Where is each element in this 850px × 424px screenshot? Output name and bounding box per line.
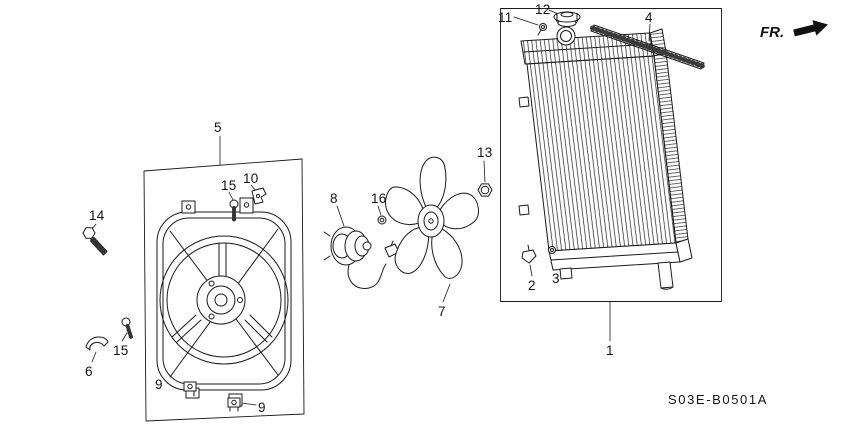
part-label-13: 13 xyxy=(477,145,493,160)
part-label-9-right: 9 xyxy=(258,400,266,415)
part-label-3: 3 xyxy=(552,271,560,286)
part-label-15-upper: 15 xyxy=(221,178,237,193)
part-label-6: 6 xyxy=(85,364,93,379)
fan-blade-drawing xyxy=(381,156,482,285)
part-label-10: 10 xyxy=(243,171,259,186)
fr-arrow-icon xyxy=(793,20,828,37)
radiator-drawing xyxy=(518,11,705,290)
fan-motor-drawing xyxy=(323,215,400,289)
part-label-16: 16 xyxy=(371,191,387,206)
part-label-4: 4 xyxy=(645,10,653,25)
part-label-7: 7 xyxy=(438,304,446,319)
part-label-15-lower: 15 xyxy=(113,343,129,358)
shroud-bounding-box xyxy=(143,158,305,422)
small-fasteners-drawing xyxy=(82,183,493,412)
fr-label: FR. xyxy=(760,24,785,41)
part-label-8: 8 xyxy=(330,191,338,206)
part-label-1: 1 xyxy=(606,343,614,358)
part-label-11: 11 xyxy=(498,10,513,25)
fan-shroud-drawing xyxy=(156,197,292,407)
radiator-bounding-box xyxy=(500,8,722,302)
part-label-5: 5 xyxy=(214,120,222,135)
diagram-code: S03E-B0501A xyxy=(668,392,768,407)
part-label-9-left: 9 xyxy=(155,377,163,392)
part-label-14: 14 xyxy=(89,208,105,223)
part-label-12: 12 xyxy=(535,2,551,17)
part-label-2: 2 xyxy=(528,278,536,293)
